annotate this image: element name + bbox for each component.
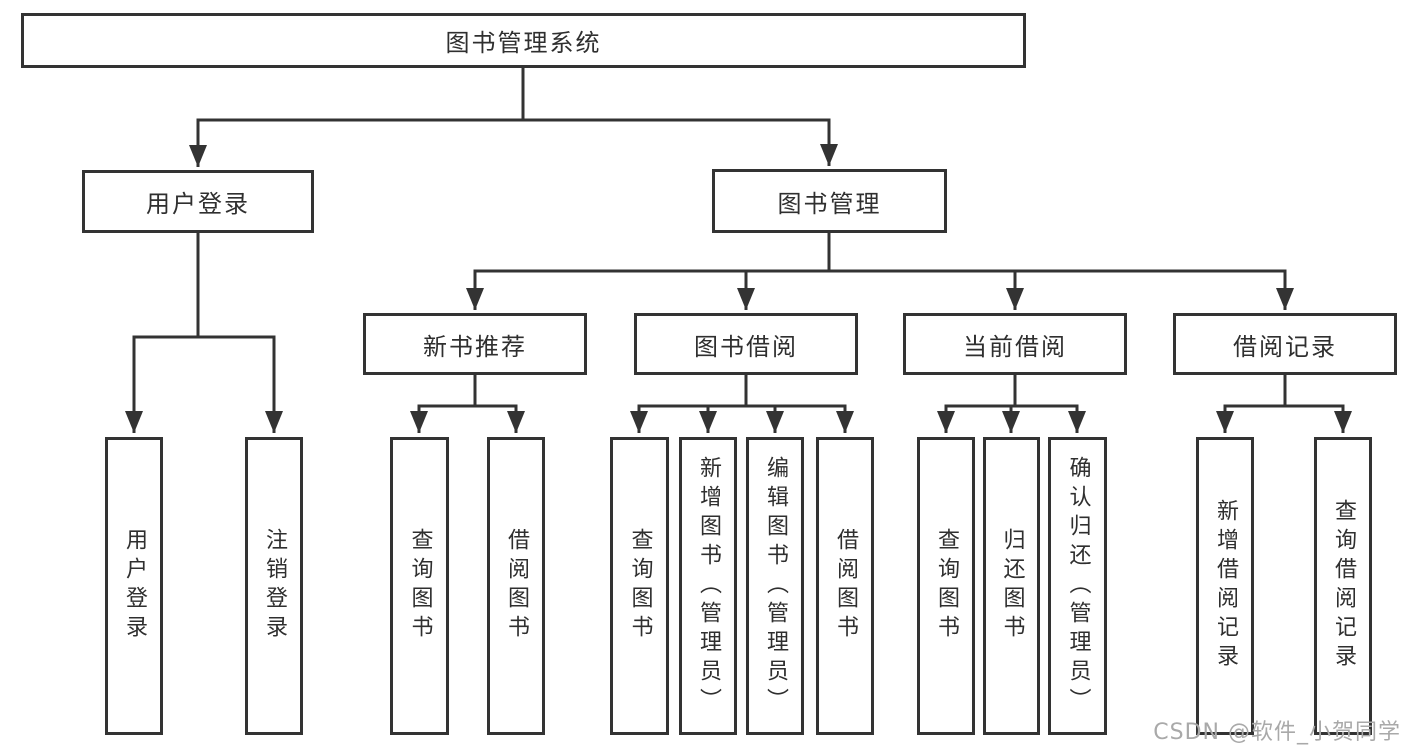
leaf-edit-book-admin: 编辑图书（管理员）	[746, 437, 804, 735]
leaf-user-login: 用户登录	[105, 437, 163, 735]
leaf-query-books-current: 查询图书	[917, 437, 975, 735]
node-label: 注销登录	[262, 528, 287, 644]
node-label: 查询图书	[627, 528, 653, 644]
node-label: 新增图书（管理员）	[696, 455, 721, 717]
node-label: 图书管理系统	[445, 29, 602, 57]
node-library-management-system: 图书管理系统	[21, 13, 1026, 68]
leaf-add-book-admin: 新增图书（管理员）	[679, 437, 737, 735]
leaf-query-books-borrowing: 查询图书	[610, 437, 669, 735]
node-label: 查询图书	[407, 528, 433, 644]
node-label: 用户登录	[122, 528, 147, 644]
node-label: 借阅图书	[833, 528, 858, 644]
node-label: 查询图书	[934, 528, 959, 644]
node-label: 编辑图书（管理员）	[763, 455, 788, 717]
node-label: 用户登录	[146, 190, 250, 218]
node-label: 新增借阅记录	[1213, 499, 1238, 673]
leaf-logout: 注销登录	[245, 437, 303, 735]
leaf-add-borrowing-record: 新增借阅记录	[1196, 437, 1254, 735]
node-label: 查询借阅记录	[1331, 499, 1356, 673]
csdn-watermark: CSDN @软件_小贺同学	[1153, 720, 1401, 745]
node-label: 新书推荐	[423, 332, 527, 361]
leaf-confirm-return-admin: 确认归还（管理员）	[1048, 437, 1107, 735]
leaf-borrow-books-recommendation: 借阅图书	[487, 437, 545, 735]
node-book-management: 图书管理	[712, 169, 947, 233]
node-label: 归还图书	[999, 528, 1025, 644]
node-label: 图书管理	[777, 189, 882, 218]
node-borrowing-records: 借阅记录	[1173, 313, 1397, 375]
leaf-query-books-recommendation: 查询图书	[390, 437, 449, 735]
node-label: 借阅记录	[1233, 332, 1337, 361]
node-book-borrowing: 图书借阅	[634, 313, 858, 375]
node-user-login: 用户登录	[82, 170, 314, 233]
leaf-return-books: 归还图书	[983, 437, 1040, 735]
node-new-book-recommendation: 新书推荐	[363, 313, 587, 375]
node-current-borrowing: 当前借阅	[903, 313, 1127, 375]
leaf-borrow-books-borrowing: 借阅图书	[816, 437, 874, 735]
node-label: 当前借阅	[963, 332, 1067, 361]
node-label: 确认归还（管理员）	[1065, 455, 1091, 717]
node-label: 借阅图书	[504, 528, 529, 644]
leaf-query-borrowing-record: 查询借阅记录	[1314, 437, 1372, 735]
node-label: 图书借阅	[694, 332, 798, 361]
